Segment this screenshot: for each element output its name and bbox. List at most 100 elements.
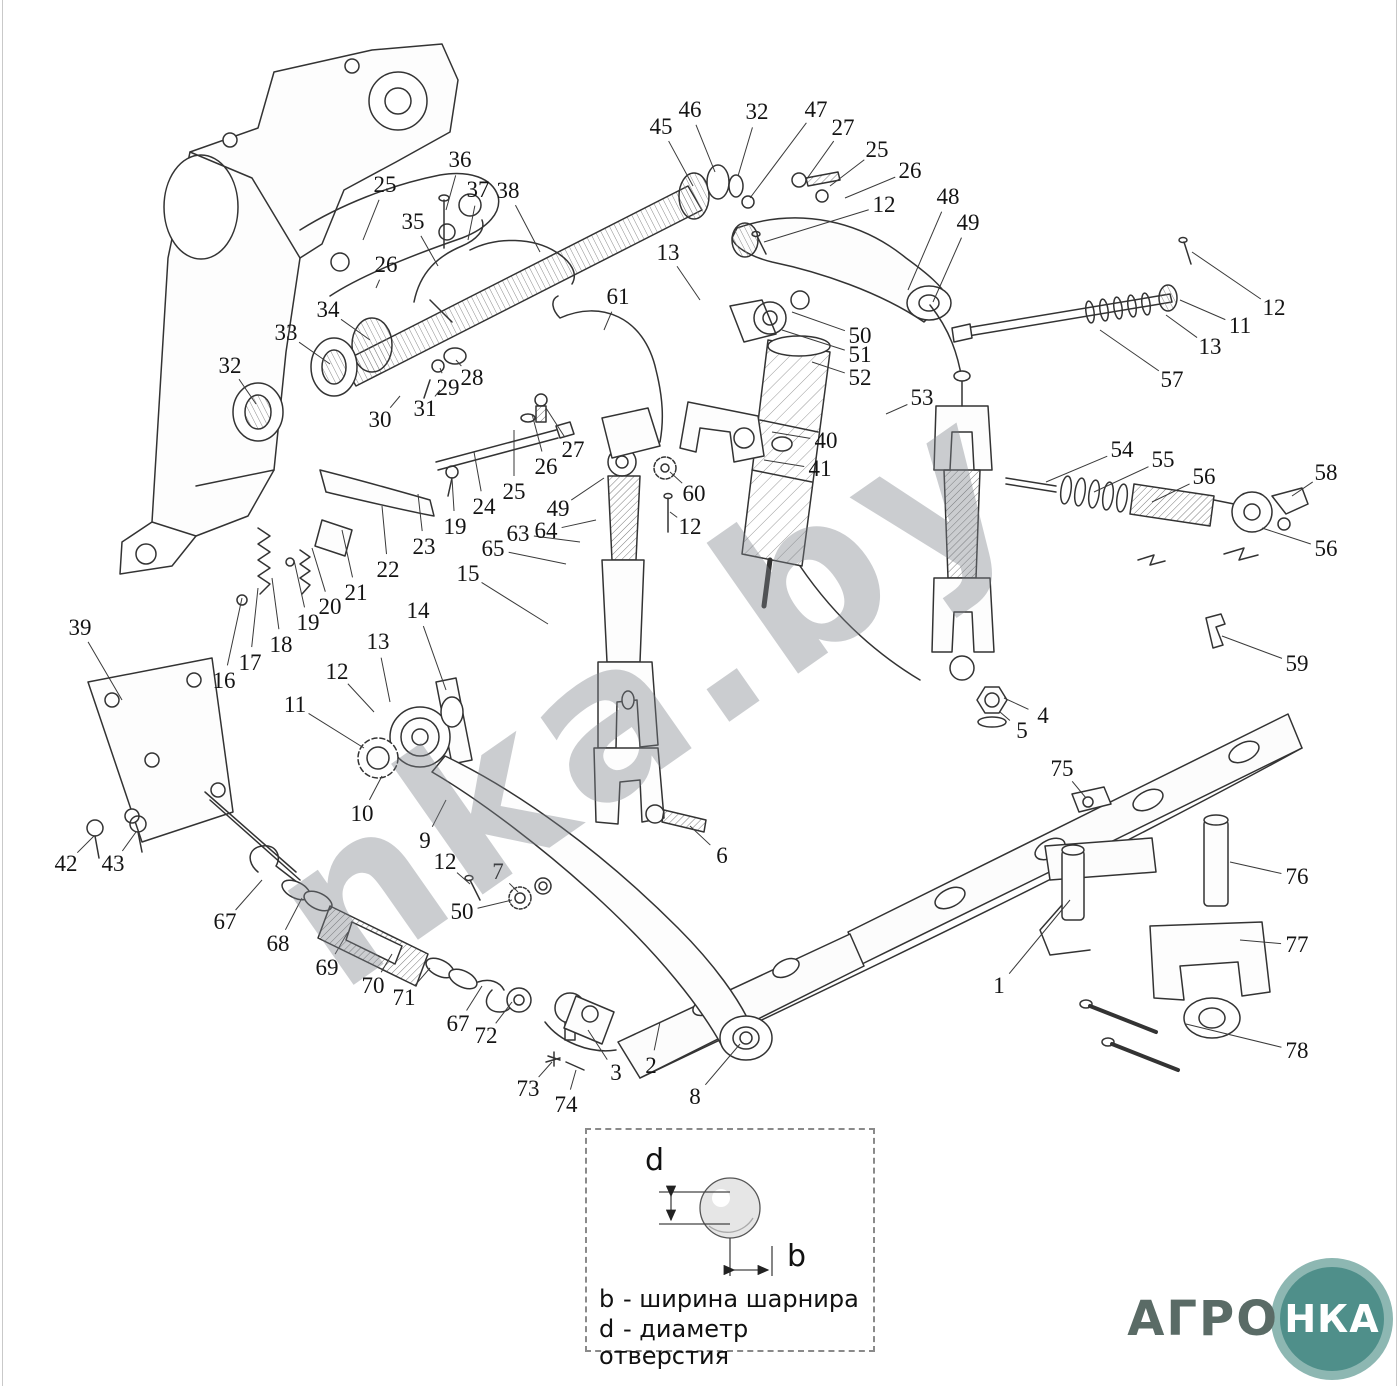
leader-line-28 (455, 359, 462, 367)
nut-art (976, 686, 1008, 728)
leader-line-12 (347, 683, 375, 713)
leader-line-11 (1179, 299, 1226, 321)
leader-line-32 (737, 127, 753, 177)
leader-line-30 (389, 395, 401, 409)
leader-line-10 (369, 775, 383, 801)
leader-line-78 (1185, 1023, 1282, 1048)
secondary-bracket-art (299, 172, 500, 297)
ball-stud-art (544, 992, 617, 1052)
leader-line-67 (235, 879, 263, 911)
bolt-art (645, 804, 707, 833)
leader-line-40 (771, 431, 811, 439)
leader-line-35 (420, 235, 439, 267)
leveling-rod-art (951, 236, 1192, 343)
leader-line-11 (308, 713, 365, 749)
leader-line-14 (422, 625, 447, 691)
leader-line-43 (121, 831, 137, 852)
logo-badge-circle: НКА (1271, 1258, 1393, 1380)
leader-line-75 (1071, 781, 1087, 799)
leader-line-77 (1239, 939, 1282, 945)
leader-line-58 (1291, 481, 1314, 497)
leader-line-73 (538, 1061, 553, 1078)
leader-line-76 (1229, 861, 1282, 874)
upper-arm-art (731, 217, 963, 381)
leader-line-19 (293, 559, 306, 608)
legend-dim-d-label: d (645, 1143, 664, 1178)
leader-line-70 (380, 953, 393, 973)
leader-line-47 (749, 122, 807, 199)
leader-line-50 (791, 311, 846, 332)
legend-line-d: d- диаметр отверстия (587, 1316, 873, 1373)
legend-text-b: - ширина шарнира (623, 1285, 859, 1313)
left-bracket-art (119, 43, 459, 575)
leader-line-27 (805, 140, 835, 181)
hitch-pins-art (1079, 999, 1180, 1072)
page-right-border (1396, 0, 1397, 1386)
leader-line-13 (676, 265, 701, 301)
agro-nka-logo: АГРО НКА (1127, 1258, 1393, 1380)
leader-line-57 (1099, 329, 1160, 372)
leader-line-19 (451, 477, 455, 512)
leader-line-53 (885, 404, 908, 415)
leader-line-36 (445, 175, 457, 211)
washers-art (464, 874, 552, 910)
leader-line-74 (569, 1069, 577, 1090)
splined-shaft-art (232, 164, 755, 442)
leader-line-68 (284, 897, 303, 931)
legend-box: d b b- ширина шарнира d- диаметр отверст… (585, 1128, 875, 1369)
leader-line-22 (381, 505, 388, 555)
leader-line-49 (932, 237, 962, 303)
leader-line-7 (508, 882, 519, 893)
leader-line-26 (531, 413, 543, 452)
leader-line-67 (466, 985, 483, 1011)
leader-line-25 (829, 159, 865, 187)
leader-line-24 (473, 451, 482, 492)
leader-line-32 (238, 378, 257, 405)
leader-line-51 (781, 329, 845, 351)
leader-line-21 (341, 529, 354, 578)
leader-line-65 (508, 551, 567, 565)
leader-line-59 (1221, 635, 1283, 659)
leader-line-9 (431, 799, 447, 827)
leader-line-48 (907, 211, 943, 291)
leader-line-15 (481, 582, 549, 625)
leader-line-12 (669, 511, 678, 518)
clips-art (545, 1051, 585, 1071)
leader-line-25 (362, 199, 380, 241)
lower-link-art (357, 696, 773, 1061)
leader-line-64 (561, 519, 597, 529)
leader-line-2 (653, 1021, 661, 1051)
shaft-fork-art (413, 194, 576, 323)
page-left-border (2, 0, 3, 1386)
legend-line-b: b- ширина шарнира (587, 1286, 873, 1316)
legend-dim-b-label: b (787, 1239, 806, 1274)
chain-art (249, 845, 532, 1013)
leader-line-26 (844, 176, 896, 199)
leader-line-46 (695, 124, 716, 173)
cotter-key-art (1205, 613, 1226, 649)
leader-line-12 (763, 209, 869, 243)
leader-line-56 (1261, 527, 1311, 545)
leader-line-37 (467, 205, 476, 241)
leader-line-49 (570, 477, 605, 501)
leader-line-50 (477, 899, 513, 909)
leader-line-52 (811, 361, 845, 374)
leader-line-17 (251, 587, 259, 648)
leader-line-13 (1165, 314, 1198, 338)
leader-line-42 (76, 835, 95, 854)
leader-line-29 (439, 367, 443, 374)
leader-line-31 (434, 389, 441, 397)
leader-line-20 (311, 547, 326, 592)
leader-line-38 (514, 204, 541, 253)
yoke-art (679, 401, 793, 463)
wire-art (552, 295, 664, 443)
leader-line-18 (271, 577, 280, 630)
leader-line-6 (689, 825, 711, 846)
springs-levers-art (236, 421, 575, 606)
leader-line-16 (226, 597, 243, 666)
leader-line-1 (1008, 899, 1071, 974)
hitch-art (1039, 814, 1271, 1039)
ball-joint-legend-art: d b (645, 1143, 806, 1276)
